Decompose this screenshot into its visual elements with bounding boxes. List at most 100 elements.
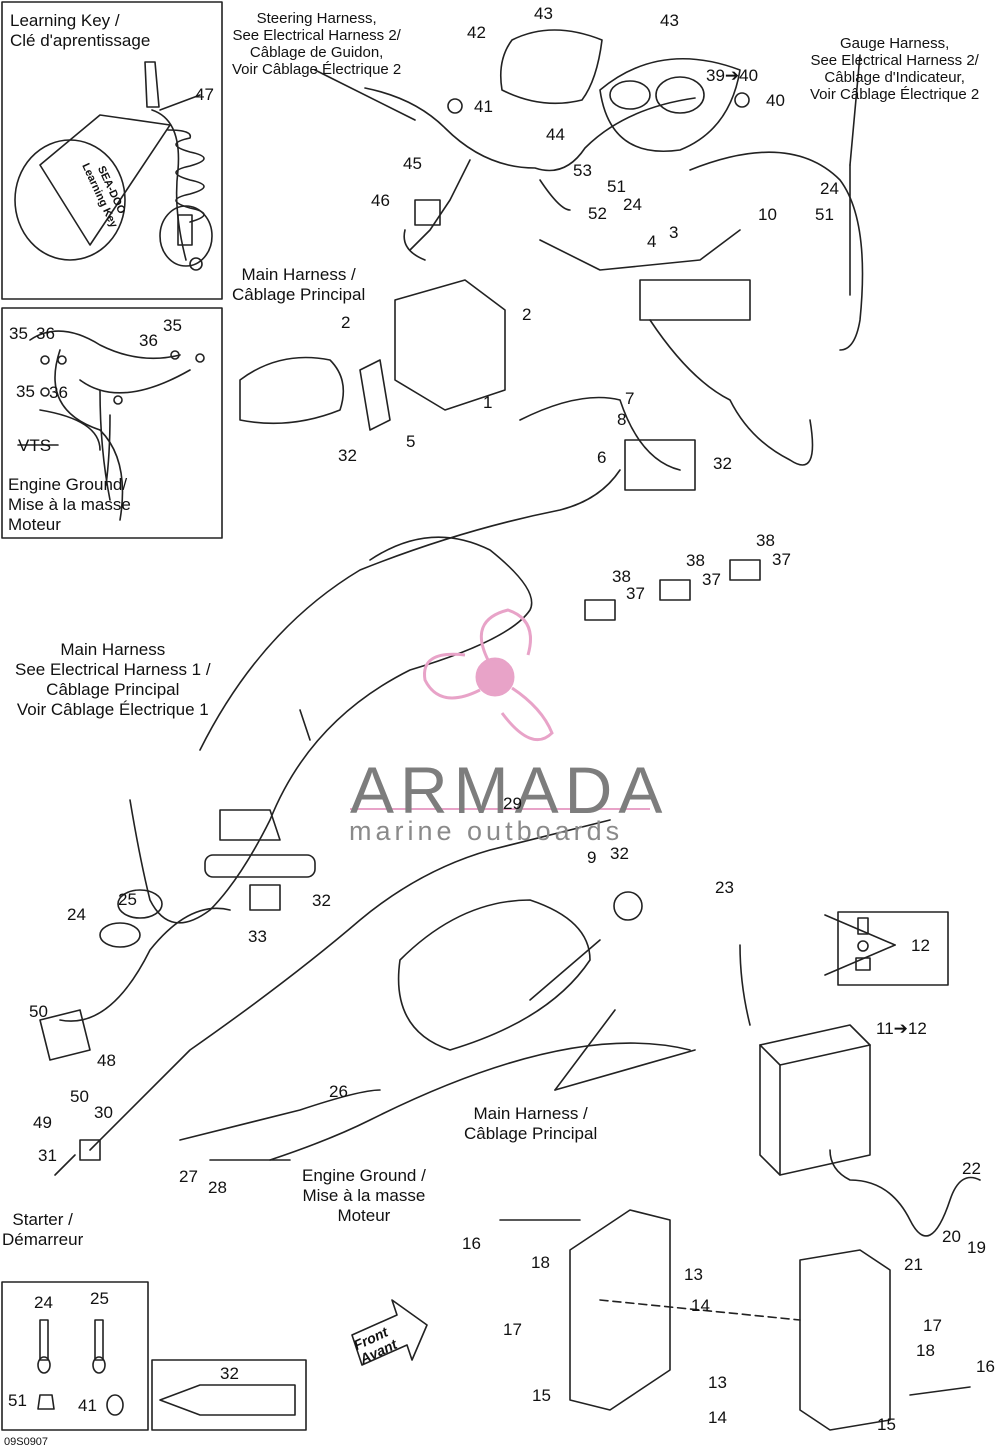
steering-harness-note: Steering Harness,See Electrical Harness …	[232, 10, 402, 78]
callout-51: 51	[8, 1391, 27, 1410]
solenoid-harness	[397, 899, 591, 1051]
key-fob-zoom	[14, 139, 126, 261]
callout-47: 47	[195, 85, 214, 104]
callout-35: 35	[9, 324, 28, 343]
main-harness-bottom-note: Main Harness /Câblage Principal	[464, 1104, 598, 1143]
callout-30: 30	[94, 1103, 113, 1122]
callout-43: 43	[534, 4, 553, 23]
watermark-brand: ARMADA	[350, 753, 669, 827]
callout-25: 25	[90, 1289, 109, 1308]
callout-24: 24	[820, 179, 839, 198]
callout-53: 53	[573, 161, 592, 180]
callout-32: 32	[312, 891, 331, 910]
callout-22: 22	[962, 1159, 981, 1178]
engine-ground-inset	[1, 307, 223, 539]
callout-38: 38	[756, 531, 775, 550]
callout-18: 18	[531, 1253, 550, 1272]
callout-32: 32	[338, 446, 357, 465]
hardware-inset	[837, 911, 949, 986]
watermark-rule	[350, 808, 650, 810]
main-harness-top-note: Main Harness /Câblage Principal	[232, 265, 366, 304]
callout-38: 38	[612, 567, 631, 586]
callout-32: 32	[220, 1364, 239, 1383]
callout-35: 35	[16, 382, 35, 401]
clips-inset	[1, 1281, 149, 1431]
callout-32: 32	[713, 454, 732, 473]
fuse-box	[239, 356, 345, 425]
callout-41: 41	[78, 1396, 97, 1415]
callout-4: 4	[647, 232, 657, 251]
callout-24: 24	[623, 195, 642, 214]
callout-14: 14	[708, 1408, 727, 1427]
callout-32: 32	[610, 844, 629, 863]
callout-52: 52	[588, 204, 607, 223]
callout-24: 24	[34, 1293, 53, 1312]
callout-5: 5	[406, 432, 416, 451]
callout-51: 51	[607, 177, 626, 196]
battery-holder-right	[799, 1249, 891, 1431]
callout-21: 21	[904, 1255, 923, 1274]
armada-logo	[423, 608, 554, 742]
callout-31: 31	[38, 1146, 57, 1165]
battery	[759, 1024, 871, 1176]
callout-33: 33	[248, 927, 267, 946]
callout-39: 39➔40	[706, 66, 759, 85]
battery-holder-left	[569, 1209, 671, 1411]
callout-7: 7	[625, 389, 635, 408]
callout-12: 12	[911, 936, 930, 955]
gauge-cluster	[599, 57, 741, 152]
starter-note: Starter /Démarreur	[2, 1210, 84, 1249]
callout-43: 43	[660, 11, 679, 30]
callout-9: 9	[587, 848, 597, 867]
callout-16: 16	[976, 1357, 995, 1376]
callout-18: 18	[916, 1341, 935, 1360]
callout-14: 14	[691, 1296, 710, 1315]
callout-29: 29	[503, 794, 522, 813]
callout-37: 37	[626, 584, 645, 603]
callout-6: 6	[597, 448, 607, 467]
watermark-tagline: marine outboards	[349, 816, 624, 846]
gauge-harness-note: Gauge Harness,See Electrical Harness 2/ …	[810, 35, 980, 103]
learning-key-inset	[1, 1, 223, 300]
key-clip	[144, 61, 160, 108]
fuse-bracket	[394, 279, 506, 411]
callout-51: 51	[815, 205, 834, 224]
callout-26: 26	[329, 1082, 348, 1101]
callout-46: 46	[371, 191, 390, 210]
callout-13: 13	[708, 1373, 727, 1392]
callout-50: 50	[70, 1087, 89, 1106]
bezel	[499, 29, 603, 105]
callout-41: 41	[474, 97, 493, 116]
callout-44: 44	[546, 125, 565, 144]
callout-13: 13	[684, 1265, 703, 1284]
callout-35: 35	[163, 316, 182, 335]
learning-key-title: Learning Key /Clé d'aprentissage	[10, 11, 151, 50]
callout-1: 1	[483, 393, 493, 412]
callout-49: 49	[33, 1113, 52, 1132]
callout-10: 10	[758, 205, 777, 224]
lubricant-inset	[151, 1359, 307, 1431]
callout-40: 40	[766, 91, 785, 110]
callout-23: 23	[715, 878, 734, 897]
callout-45: 45	[403, 154, 422, 173]
callout-11: 11➔12	[876, 1019, 927, 1038]
callout-15: 15	[877, 1415, 896, 1434]
callout-36: 36	[139, 331, 158, 350]
callout-36: 36	[49, 383, 68, 402]
callout-36: 36	[36, 324, 55, 343]
vts-label: VTS	[18, 436, 52, 455]
callout-17: 17	[923, 1316, 942, 1335]
callout-38: 38	[686, 551, 705, 570]
diagram-code: 09S0907	[4, 1436, 49, 1448]
callout-16: 16	[462, 1234, 481, 1253]
callout-24: 24	[67, 905, 86, 924]
callout-48: 48	[97, 1051, 116, 1070]
callout-15: 15	[532, 1386, 551, 1405]
regulator	[624, 439, 696, 491]
callout-37: 37	[772, 550, 791, 569]
